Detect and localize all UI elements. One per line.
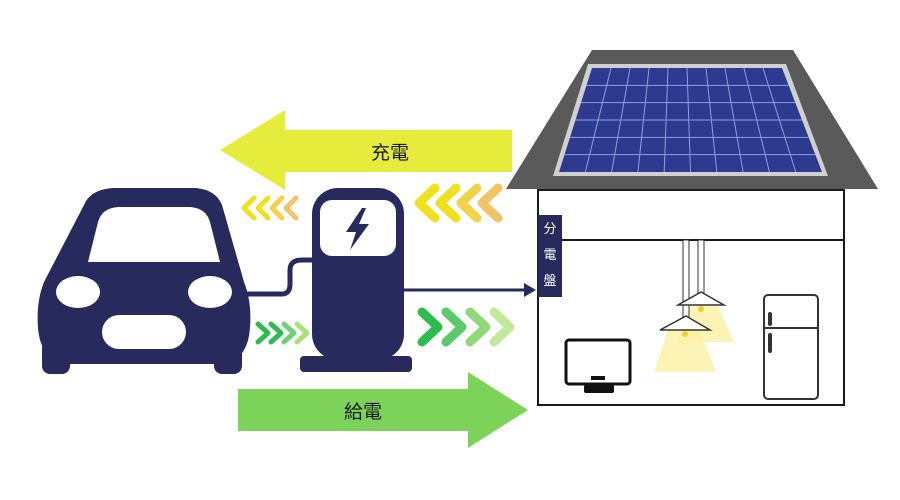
chevron (268, 321, 284, 345)
car-icon (37, 188, 251, 374)
distribution-board-label-2: 電 (543, 248, 556, 263)
chevron (456, 183, 482, 223)
tv-stand (584, 385, 614, 393)
chevron (477, 183, 503, 223)
tv-screen (564, 338, 632, 386)
lamp-cord (697, 239, 705, 299)
charger-base (300, 356, 412, 372)
lamp-bulb (698, 306, 704, 312)
chevron (255, 195, 271, 221)
lamp-shade (675, 291, 727, 306)
fridge-handle (768, 333, 772, 353)
solar-panel-grid (564, 67, 816, 173)
tv-bar (591, 376, 605, 380)
chevron (414, 183, 440, 223)
distribution-board-label-1: 分 (543, 222, 556, 237)
charge-chevrons-right (414, 183, 503, 223)
chevron (294, 321, 310, 345)
chevron (489, 307, 515, 347)
solar-panel-icon (553, 64, 828, 176)
charging-cable (244, 257, 318, 297)
distribution-board (538, 215, 562, 297)
lamp-shade (659, 315, 713, 331)
supply-chevrons-left (255, 321, 310, 345)
chevron (255, 321, 271, 345)
charge-label: 充電 (371, 142, 409, 164)
chevron (435, 183, 461, 223)
car-headlight (56, 276, 100, 308)
supply-chevrons-right (417, 307, 515, 347)
fridge-body (763, 294, 819, 400)
refrigerator-icon (763, 294, 819, 400)
chevron (417, 307, 443, 347)
supply-arrow (238, 372, 528, 448)
chevron (465, 307, 491, 347)
car-headlight (188, 276, 232, 308)
chevron (283, 195, 299, 221)
fridge-handle (768, 312, 772, 326)
lamp-cord (682, 239, 690, 323)
chevron (241, 195, 257, 221)
lamp-light-beam (678, 306, 734, 342)
charge-arrow (220, 110, 512, 190)
lightning-icon (346, 208, 369, 250)
power-line-arrowhead (524, 283, 536, 297)
chevron (269, 195, 285, 221)
tv-icon (564, 338, 632, 393)
car-windshield (88, 207, 220, 262)
charge-chevrons-left (241, 195, 299, 221)
supply-label: 給電 (344, 401, 382, 423)
chevron (441, 307, 467, 347)
car-grille (102, 315, 186, 349)
ev-charger-icon (300, 188, 412, 372)
pendant-lamp-icon (654, 239, 734, 372)
lamp-bulb (682, 331, 688, 337)
distribution-board-label-3: 盤 (543, 274, 556, 289)
chevron (281, 321, 297, 345)
